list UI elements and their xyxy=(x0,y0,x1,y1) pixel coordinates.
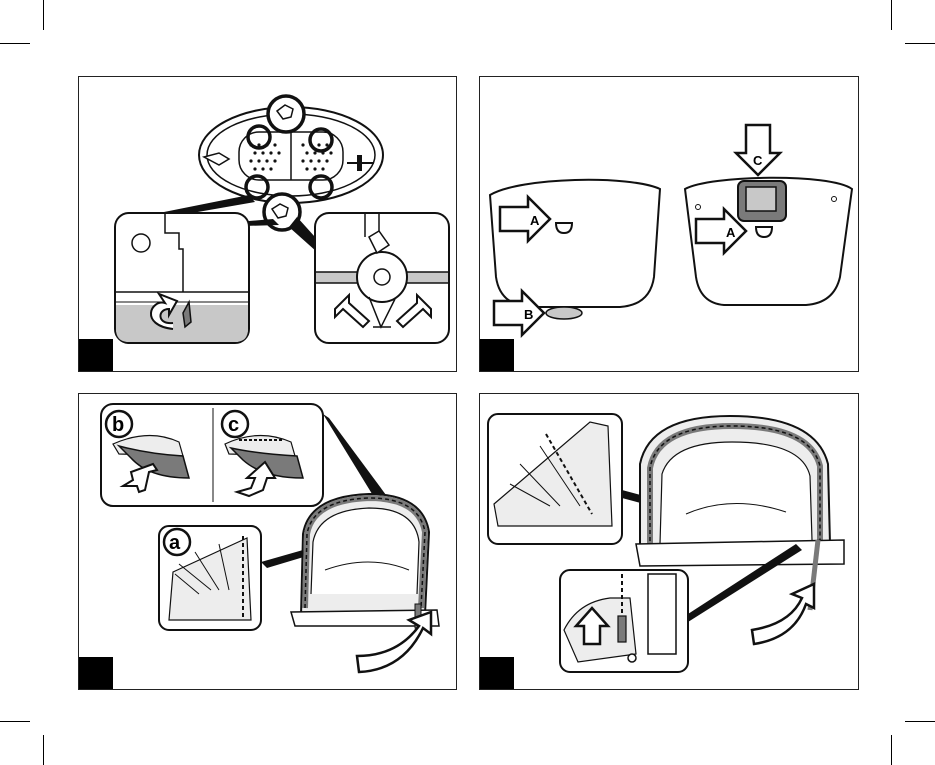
label-a: A xyxy=(530,213,540,228)
crop-mark xyxy=(891,735,892,765)
step-number-box xyxy=(79,657,113,689)
crop-mark xyxy=(905,43,935,44)
step-number-box xyxy=(79,339,113,371)
crop-mark xyxy=(0,43,30,44)
canopy-frame-illustration: b c a xyxy=(79,394,457,690)
detail-zoom-right xyxy=(315,213,449,343)
canopy-connector-illustration: A B A C xyxy=(480,77,859,372)
bassinet-base-illustration xyxy=(79,77,457,372)
panel-4 xyxy=(479,393,859,690)
canopy-insert-illustration xyxy=(480,394,859,690)
crop-mark xyxy=(43,0,44,30)
step-number-box xyxy=(480,657,514,689)
label-c: C xyxy=(753,153,763,168)
crop-mark xyxy=(43,735,44,765)
callout-b: b xyxy=(112,414,124,436)
panel-1 xyxy=(78,76,457,372)
panel-3: b c a xyxy=(78,393,457,690)
panel-2: A B A C xyxy=(479,76,859,372)
crop-mark xyxy=(905,721,935,722)
crop-mark xyxy=(891,0,892,30)
label-a-right: A xyxy=(726,225,736,240)
step-number-box xyxy=(480,339,514,371)
crop-mark xyxy=(0,721,30,722)
label-b: B xyxy=(524,307,533,322)
callout-a: a xyxy=(169,532,181,554)
callout-c: c xyxy=(228,414,239,436)
detail-zoom-left xyxy=(115,213,249,343)
